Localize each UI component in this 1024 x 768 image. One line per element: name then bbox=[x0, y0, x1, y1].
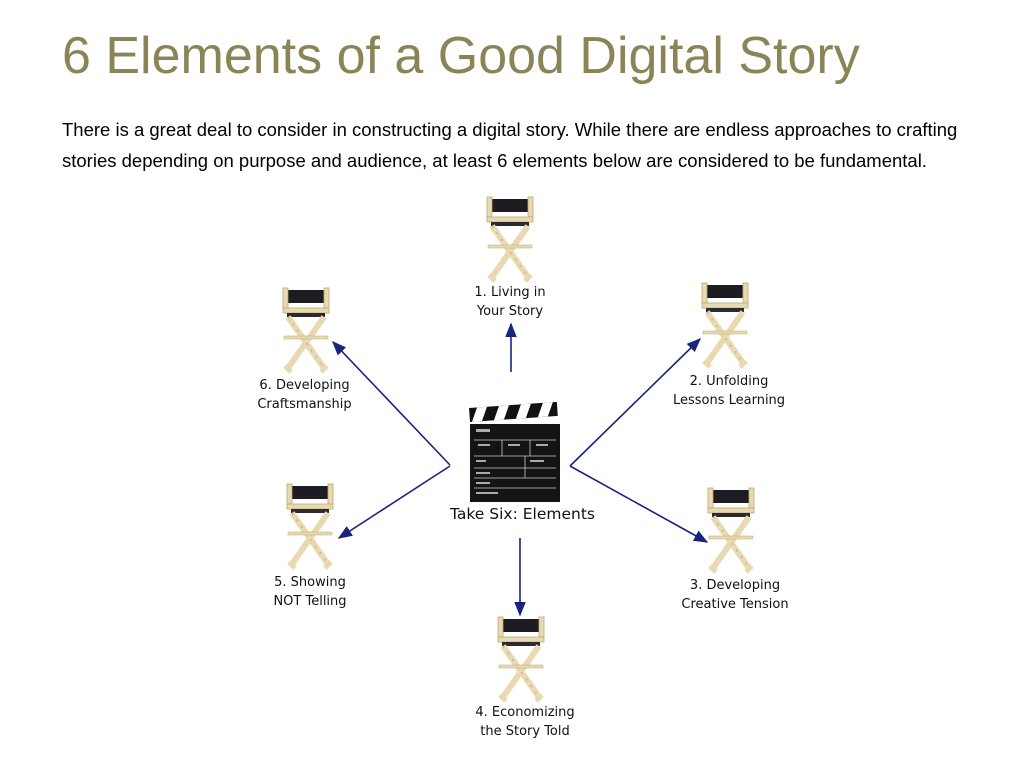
element-5-line2: NOT Telling bbox=[273, 594, 347, 609]
page-title: 6 Elements of a Good Digital Story bbox=[62, 27, 860, 85]
element-4-line1: 4. Economizing bbox=[475, 705, 575, 720]
arrow-to-element-3 bbox=[569, 465, 709, 543]
element-2-line2: Lessons Learning bbox=[672, 393, 786, 408]
clapperboard-icon bbox=[469, 401, 560, 502]
element-2-line1: 2. Unfolding bbox=[689, 374, 769, 389]
element-3-line1: 3. Developing bbox=[689, 578, 781, 593]
connector-arrows bbox=[332, 322, 709, 617]
element-label-1: 1. Living in Your Story bbox=[450, 283, 570, 321]
element-5-line1: 5. Showing bbox=[274, 575, 346, 590]
element-label-3: 3. Developing Creative Tension bbox=[670, 576, 800, 614]
directors-chair-icon bbox=[287, 484, 333, 568]
arrow-to-element-6 bbox=[332, 340, 451, 466]
element-label-6: 6. Developing Craftsmanship bbox=[242, 376, 367, 414]
directors-chair-icon bbox=[498, 617, 544, 701]
element-label-5: 5. Showing NOT Telling bbox=[250, 573, 370, 611]
element-label-2: 2. Unfolding Lessons Learning bbox=[664, 372, 794, 410]
intro-text: There is a great deal to consider in con… bbox=[62, 119, 958, 171]
center-label: Take Six: Elements bbox=[449, 505, 595, 523]
directors-chair-icon bbox=[283, 288, 329, 372]
element-6-line2: Craftsmanship bbox=[257, 397, 352, 412]
element-label-4: 4. Economizing the Story Told bbox=[460, 703, 590, 741]
element-6-line1: 6. Developing bbox=[259, 378, 350, 393]
arrow-to-element-2 bbox=[569, 337, 702, 467]
directors-chair-icon bbox=[487, 197, 533, 281]
element-1-line2: Your Story bbox=[476, 304, 544, 319]
directors-chair-icon bbox=[702, 283, 748, 367]
element-1-line1: 1. Living in bbox=[474, 285, 546, 300]
arrow-to-element-5 bbox=[337, 465, 451, 539]
directors-chair-icon bbox=[708, 488, 754, 572]
element-3-line2: Creative Tension bbox=[681, 597, 789, 612]
element-4-line2: the Story Told bbox=[480, 724, 570, 739]
